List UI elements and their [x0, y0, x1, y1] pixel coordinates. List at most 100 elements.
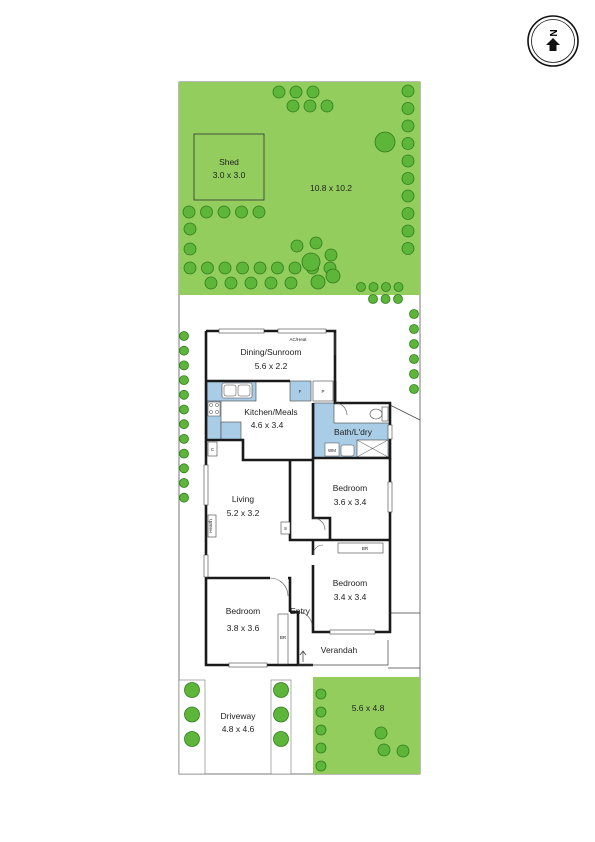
- tree-icon: [179, 345, 189, 356]
- tree-icon: [409, 324, 419, 334]
- tree-icon: [309, 236, 323, 250]
- driveway-name: Driveway: [221, 711, 257, 721]
- north-letter: N: [547, 29, 558, 36]
- tree-icon: [179, 331, 189, 341]
- tree-icon: [179, 492, 189, 503]
- tree-icon: [380, 294, 391, 304]
- tree-icon: [374, 131, 396, 153]
- tree-icon: [179, 360, 189, 371]
- living-size: 5.2 x 3.2: [227, 508, 260, 518]
- tree-icon: [306, 85, 320, 99]
- tree-icon: [273, 731, 289, 747]
- tree-icon: [183, 242, 197, 256]
- tree-icon: [179, 463, 189, 474]
- washing-machine-box: [324, 442, 340, 457]
- windows: [203, 328, 393, 668]
- cupboard-label: C: [211, 447, 215, 452]
- tree-icon: [201, 261, 214, 275]
- tree-icon: [236, 261, 249, 275]
- tree-icon: [179, 478, 189, 488]
- store-label: S: [284, 526, 287, 531]
- tree-icon: [179, 448, 189, 459]
- tree-icon: [179, 404, 189, 415]
- tree-icon: [244, 276, 258, 290]
- tree-icon: [315, 724, 327, 736]
- tree-icon: [409, 339, 419, 349]
- pantry-label: P: [321, 389, 324, 394]
- hearth-label: Hearth: [208, 519, 213, 533]
- living-name: Living: [232, 494, 254, 504]
- washing-machine-label: WM: [328, 448, 336, 453]
- bedroom-right-top-name: Bedroom: [333, 483, 368, 493]
- tree-icon: [409, 309, 419, 319]
- tree-icon: [401, 207, 415, 220]
- verandah-name: Verandah: [321, 645, 358, 655]
- tree-icon: [179, 389, 189, 400]
- ac-heat-label: AC/Heat: [289, 337, 307, 342]
- bedroom-front-name: Bedroom: [226, 606, 261, 616]
- tree-icon: [271, 261, 284, 275]
- dining-name: Dining/Sunroom: [241, 347, 302, 357]
- north-compass: N: [527, 15, 579, 67]
- driveway-size: 4.8 x 4.6: [222, 724, 255, 734]
- tree-icon: [325, 268, 341, 284]
- bedroom-front-size: 3.8 x 3.6: [227, 623, 260, 633]
- front-lawn: [313, 677, 420, 774]
- tree-icon: [401, 119, 415, 133]
- tree-icon: [301, 252, 321, 272]
- tree-icon: [315, 760, 327, 772]
- hearth-box: [207, 514, 217, 538]
- store-box: [280, 521, 291, 535]
- tree-icon: [200, 205, 213, 219]
- north-arrow-icon: [546, 38, 560, 51]
- tree-icon: [184, 706, 200, 723]
- tree-icon: [179, 375, 189, 386]
- tree-icon: [179, 433, 189, 444]
- fridge-space: [289, 380, 312, 402]
- door-swings: [269, 402, 348, 627]
- cupboard-box: [207, 441, 218, 457]
- tree-icon: [409, 384, 419, 394]
- tree-icon: [286, 99, 300, 113]
- fridge-label: F: [299, 389, 302, 394]
- tree-icon: [264, 276, 278, 290]
- garden-trees: [179, 84, 419, 772]
- bathroom-built-in-robe: [337, 542, 384, 554]
- tree-icon: [273, 706, 289, 723]
- tree-icon: [272, 85, 286, 99]
- entry-name: Entry: [290, 606, 311, 616]
- tree-icon: [374, 726, 388, 740]
- tree-icon: [310, 274, 326, 290]
- shed-name: Shed: [219, 157, 239, 167]
- br-label-right: BR: [362, 546, 369, 551]
- shed-size: 3.0 x 3.0: [213, 170, 246, 180]
- tree-icon: [183, 261, 197, 275]
- tree-icon: [409, 369, 419, 379]
- tree-icon: [315, 742, 327, 754]
- tree-icon: [315, 706, 327, 718]
- tree-icon: [184, 682, 200, 698]
- tree-icon: [401, 189, 415, 203]
- bedroom-right-bottom-name: Bedroom: [333, 578, 368, 588]
- entry-arrow-icon: [299, 650, 307, 662]
- kitchen-size: 4.6 x 3.4: [251, 420, 284, 430]
- front-yard-size: 5.6 x 4.8: [352, 703, 385, 713]
- bedroom-right-bottom-size: 3.4 x 3.4: [334, 592, 367, 602]
- tree-icon: [289, 85, 303, 99]
- kitchen-island: [220, 421, 242, 441]
- basin-icon: [340, 444, 355, 457]
- shed-outline: [193, 133, 265, 201]
- tree-icon: [252, 205, 266, 219]
- tree-icon: [204, 276, 218, 290]
- tree-icon: [184, 731, 200, 747]
- br-label-front: BR: [280, 635, 287, 640]
- tree-icon: [401, 102, 415, 115]
- backyard-size: 10.8 x 10.2: [310, 183, 352, 193]
- cooktop-icon: [207, 401, 221, 417]
- tree-icon: [218, 261, 232, 275]
- tree-icon: [401, 172, 415, 185]
- tree-icon: [381, 282, 391, 292]
- house-walls: [204, 329, 392, 667]
- tree-icon: [288, 261, 302, 275]
